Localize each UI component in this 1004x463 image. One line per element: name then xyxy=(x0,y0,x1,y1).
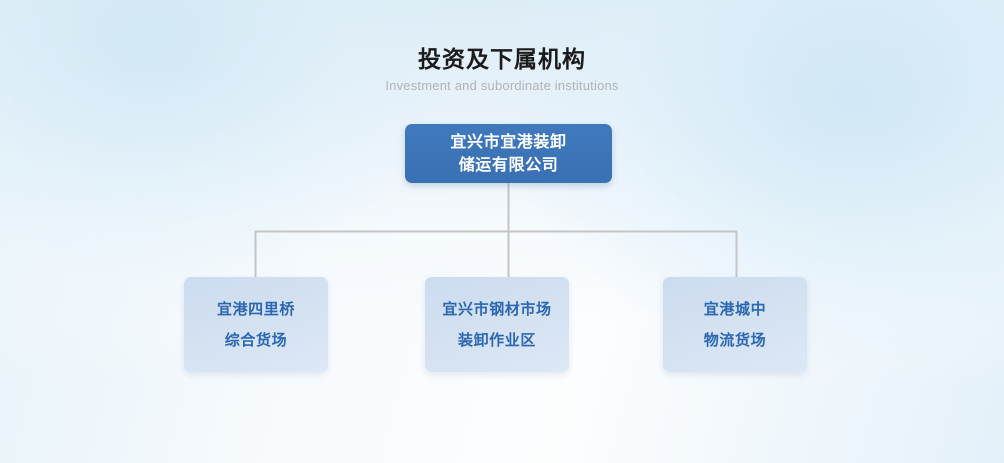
page-title: 投资及下属机构 xyxy=(418,46,586,72)
org-node-child-chengzhong-logistics[interactable]: 宜港城中 物流货场 xyxy=(663,277,807,372)
org-node-child-0-line-1: 宜港四里桥 xyxy=(216,300,295,318)
org-node-root-line-2: 储运有限公司 xyxy=(458,156,559,174)
background-glow-left xyxy=(0,0,460,280)
page-heading: 投资及下属机构 Investment and subordinate insti… xyxy=(0,44,1004,95)
org-node-child-steel-market[interactable]: 宜兴市钢材市场 装卸作业区 xyxy=(425,277,569,372)
page-subtitle: Investment and subordinate institutions xyxy=(385,78,619,93)
org-node-child-0-line-2: 综合货场 xyxy=(224,331,288,349)
org-node-root-line-1: 宜兴市宜港装卸 xyxy=(450,133,567,151)
org-node-child-2-line-2: 物流货场 xyxy=(703,331,767,349)
org-node-child-2-line-1: 宜港城中 xyxy=(703,300,767,318)
org-node-child-1-line-2: 装卸作业区 xyxy=(457,331,536,349)
org-node-child-siliqiao[interactable]: 宜港四里桥 综合货场 xyxy=(184,277,328,372)
org-node-root[interactable]: 宜兴市宜港装卸 储运有限公司 xyxy=(405,124,612,183)
org-node-child-1-line-1: 宜兴市钢材市场 xyxy=(442,300,552,318)
